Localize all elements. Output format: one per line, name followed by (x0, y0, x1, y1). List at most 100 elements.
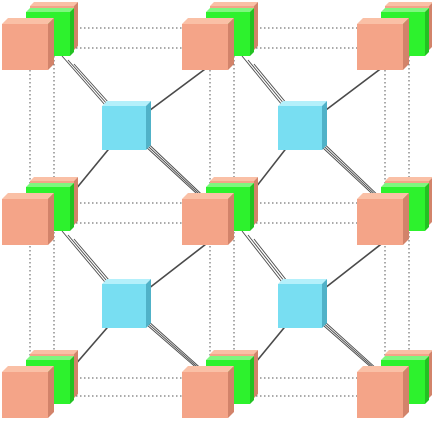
node-stack (182, 2, 258, 70)
cube-top-face (2, 18, 54, 24)
cube-top-face (206, 183, 254, 187)
cube-top-face (182, 366, 234, 372)
cube-top-face (385, 2, 432, 6)
cube-front-face (278, 106, 322, 150)
cube-top-face (210, 177, 258, 181)
cube-front-face (182, 24, 228, 70)
center-cubes (102, 101, 327, 328)
cube-front-face (2, 24, 48, 70)
cube-front-face (357, 199, 403, 245)
salmon-cube-icon (2, 18, 54, 70)
node-stack (182, 350, 258, 418)
salmon-cube-icon (357, 366, 409, 418)
cube-front-face (182, 199, 228, 245)
cube-top-face (182, 193, 234, 199)
cube-side-face (70, 356, 74, 404)
cube-side-face (425, 8, 429, 56)
cube-top-face (206, 8, 254, 12)
cube-side-face (429, 178, 432, 225)
salmon-cube-icon (182, 18, 234, 70)
cube-side-face (425, 183, 429, 231)
node-stack (357, 2, 432, 70)
cube-side-face (425, 356, 429, 404)
node-stack (357, 177, 432, 245)
salmon-cube-icon (182, 366, 234, 418)
node-stacks (2, 2, 432, 418)
cube-side-face (146, 279, 151, 328)
cyan-cube-icon (278, 101, 327, 150)
cube-top-face (30, 2, 78, 6)
cube-top-face (206, 356, 254, 360)
node-stack (2, 350, 78, 418)
cube-top-face (26, 356, 74, 360)
cube-side-face (429, 3, 432, 50)
cube-top-face (381, 8, 429, 12)
cube-side-face (48, 193, 54, 245)
cube-top-face (385, 350, 432, 354)
cyan-cube-icon (278, 279, 327, 328)
cube-side-face (228, 193, 234, 245)
cube-front-face (357, 372, 403, 418)
cube-side-face (429, 351, 432, 398)
cyan-cube-icon (102, 279, 151, 328)
cube-side-face (403, 366, 409, 418)
cyan-cube-icon (102, 101, 151, 150)
cube-top-face (278, 279, 327, 284)
cube-side-face (146, 101, 151, 150)
cube-top-face (210, 2, 258, 6)
salmon-cube-icon (182, 193, 234, 245)
cube-side-face (70, 8, 74, 56)
node-stack (2, 177, 78, 245)
cube-top-face (210, 350, 258, 354)
cube-side-face (254, 350, 258, 398)
cube-top-face (357, 193, 409, 199)
cube-top-face (30, 177, 78, 181)
cube-side-face (48, 366, 54, 418)
cube-top-face (30, 350, 78, 354)
cube-side-face (250, 8, 254, 56)
cube-side-face (74, 350, 78, 398)
cube-front-face (357, 24, 403, 70)
cube-front-face (2, 372, 48, 418)
cube-front-face (278, 284, 322, 328)
cube-top-face (2, 366, 54, 372)
cube-side-face (403, 193, 409, 245)
cube-side-face (228, 366, 234, 418)
salmon-cube-icon (357, 18, 409, 70)
salmon-cube-icon (2, 193, 54, 245)
cube-side-face (228, 18, 234, 70)
cube-top-face (278, 101, 327, 106)
cube-top-face (357, 366, 409, 372)
node-stack (357, 350, 432, 418)
cube-top-face (381, 356, 429, 360)
cube-side-face (74, 177, 78, 225)
cube-top-face (2, 193, 54, 199)
node-stack (182, 177, 258, 245)
cube-top-face (182, 18, 234, 24)
cube-side-face (74, 2, 78, 50)
cube-top-face (357, 18, 409, 24)
cube-side-face (70, 183, 74, 231)
salmon-cube-icon (357, 193, 409, 245)
cube-top-face (102, 279, 151, 284)
cube-side-face (250, 183, 254, 231)
cube-side-face (254, 177, 258, 225)
cube-front-face (102, 106, 146, 150)
cube-front-face (182, 372, 228, 418)
cube-side-face (322, 279, 327, 328)
node-stack (2, 2, 78, 70)
cube-side-face (322, 101, 327, 150)
cube-top-face (26, 8, 74, 12)
salmon-cube-icon (2, 366, 54, 418)
cube-side-face (250, 356, 254, 404)
cube-side-face (48, 18, 54, 70)
cube-top-face (26, 183, 74, 187)
cube-top-face (385, 177, 432, 181)
cube-top-face (102, 101, 151, 106)
cube-front-face (2, 199, 48, 245)
cube-front-face (102, 284, 146, 328)
cube-side-face (403, 18, 409, 70)
cube-side-face (254, 2, 258, 50)
